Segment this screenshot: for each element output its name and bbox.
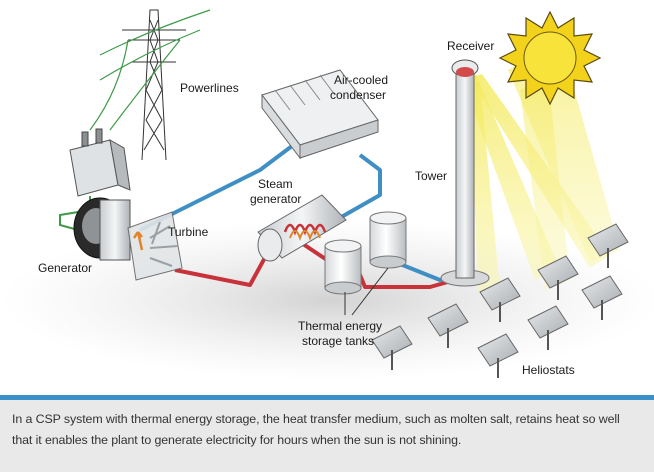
generator-label: Generator — [38, 261, 92, 275]
heliostat-icon — [537, 255, 579, 300]
heliostat-icon — [371, 325, 413, 370]
steam-generator-icon — [257, 194, 347, 262]
steam-generator-label-line1: Steam — [258, 177, 293, 191]
sun-beams — [462, 40, 620, 292]
powerlines-label: Powerlines — [180, 81, 239, 95]
heliostat-icon — [587, 223, 629, 268]
solar-tower-icon — [440, 59, 490, 287]
heliostat-icon — [477, 333, 519, 378]
condenser-label-line1: Air-cooled — [334, 73, 388, 87]
heliostat-icon — [479, 277, 521, 322]
storage-tanks-label-line1: Thermal energy — [298, 319, 382, 333]
generator-icon — [73, 197, 131, 261]
steam-generator-label-line2: generator — [250, 192, 301, 206]
heliostat-icon — [427, 303, 469, 348]
heliostat-icon — [527, 305, 569, 350]
condenser-label-line2: condenser — [330, 88, 386, 102]
storage-tanks-label-line2: storage tanks — [302, 334, 374, 348]
heliostats-label: Heliostats — [522, 363, 575, 377]
csp-plant-diagram: Receiver Powerlines Air-cooled condenser… — [0, 9, 654, 380]
sun-icon — [498, 10, 602, 106]
heliostat-field — [371, 223, 629, 378]
storage-tank-icon — [369, 211, 407, 269]
powerline-wires — [89, 9, 211, 131]
turbine-label: Turbine — [168, 225, 209, 239]
caption-accent-bar — [0, 395, 654, 400]
heliostat-icon — [581, 275, 623, 320]
receiver-label: Receiver — [447, 39, 494, 53]
transformer-icon — [69, 128, 131, 197]
figure-caption: In a CSP system with thermal energy stor… — [0, 400, 654, 472]
storage-leader-lines — [344, 267, 389, 316]
tower-label: Tower — [415, 169, 447, 183]
condenser-icon — [261, 69, 379, 160]
turbine-icon — [127, 211, 183, 281]
transmission-tower-icon — [122, 9, 186, 161]
storage-tank-icon — [324, 239, 362, 295]
